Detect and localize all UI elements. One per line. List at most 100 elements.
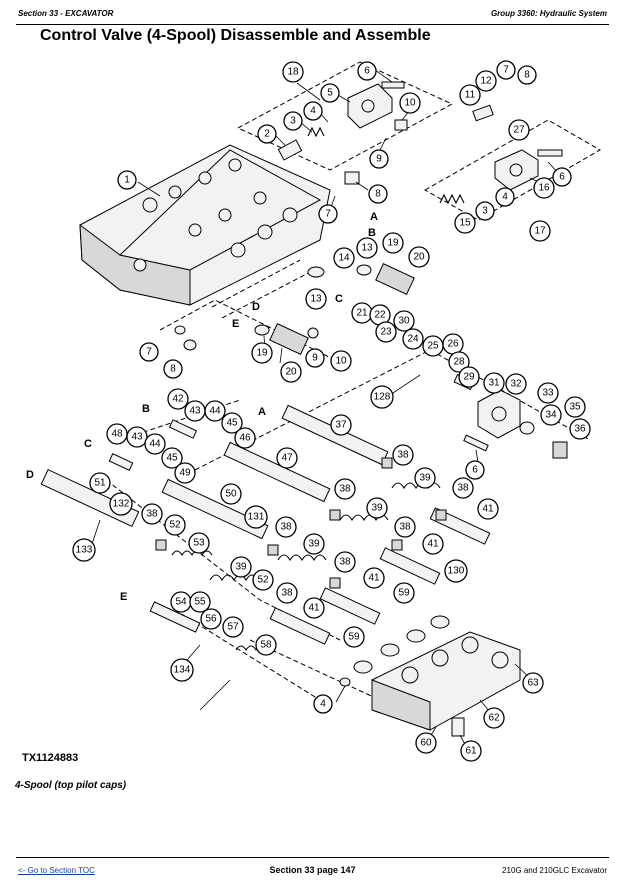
callout-38h: 38 <box>276 582 298 604</box>
callout-62: 62 <box>483 707 505 729</box>
bottom-cover <box>339 615 521 737</box>
svg-text:23: 23 <box>380 327 392 338</box>
svg-text:7: 7 <box>146 347 152 358</box>
section-header: Section 33 - EXCAVATOR <box>18 9 114 18</box>
svg-text:24: 24 <box>407 334 419 345</box>
callout-20a: 20 <box>408 246 430 268</box>
page-number: Section 33 page 147 <box>269 865 356 875</box>
callout-8a: 8 <box>368 184 388 204</box>
svg-text:17: 17 <box>534 226 546 237</box>
callout-38a: 38 <box>392 444 414 466</box>
callout-43: 43 <box>184 400 206 422</box>
callout-51: 51 <box>89 472 111 494</box>
section-toc-link[interactable]: <- Go to Section TOC <box>18 866 95 875</box>
callout-46: 46 <box>234 427 256 449</box>
letter-b: B <box>368 227 376 239</box>
svg-text:134: 134 <box>174 665 191 676</box>
callout-59a: 59 <box>393 582 415 604</box>
svg-text:11: 11 <box>465 90 476 101</box>
svg-text:37: 37 <box>335 420 347 431</box>
svg-text:62: 62 <box>488 713 500 724</box>
spool-caps <box>155 457 491 645</box>
svg-text:31: 31 <box>488 378 500 389</box>
svg-text:27: 27 <box>513 125 525 136</box>
svg-text:48: 48 <box>111 429 123 440</box>
callout-13a: 13 <box>356 237 378 259</box>
svg-text:13: 13 <box>361 243 373 254</box>
callout-19a: 19 <box>382 232 404 254</box>
callout-3b: 3 <box>475 201 495 221</box>
svg-text:9: 9 <box>376 154 382 165</box>
callout-44b: 44 <box>144 433 166 455</box>
svg-text:54: 54 <box>175 597 187 608</box>
callout-11: 11 <box>459 84 481 106</box>
callout-37: 37 <box>330 414 352 436</box>
svg-text:59: 59 <box>398 588 410 599</box>
svg-text:50: 50 <box>225 489 237 500</box>
callout-16: 16 <box>533 177 555 199</box>
svg-text:8: 8 <box>170 364 176 375</box>
svg-text:15: 15 <box>459 218 471 229</box>
svg-text:130: 130 <box>448 566 465 577</box>
callout-45a: 45 <box>221 412 243 434</box>
callout-41d: 41 <box>303 597 325 619</box>
svg-text:5: 5 <box>327 88 333 99</box>
callout-27: 27 <box>508 119 530 141</box>
svg-text:8: 8 <box>375 189 381 200</box>
svg-text:6: 6 <box>559 172 565 183</box>
svg-text:41: 41 <box>368 573 380 584</box>
callout-44a: 44 <box>204 400 226 422</box>
svg-text:45: 45 <box>226 418 238 429</box>
svg-text:13: 13 <box>310 294 322 305</box>
svg-text:10: 10 <box>404 98 416 109</box>
svg-text:60: 60 <box>420 738 432 749</box>
callout-15: 15 <box>454 212 476 234</box>
svg-text:39: 39 <box>235 562 247 573</box>
svg-text:57: 57 <box>227 622 239 633</box>
svg-text:44: 44 <box>209 406 221 417</box>
callout-38d: 38 <box>141 503 163 525</box>
model-label: 210G and 210GLC Excavator <box>502 866 607 875</box>
svg-text:38: 38 <box>339 484 351 495</box>
letter-d2: D <box>26 469 34 481</box>
svg-text:1: 1 <box>124 175 130 186</box>
svg-text:128: 128 <box>374 392 391 403</box>
callout-10a: 10 <box>399 92 421 114</box>
svg-text:20: 20 <box>285 367 297 378</box>
pilot-cap-right <box>439 104 563 205</box>
svg-text:12: 12 <box>480 76 492 87</box>
callout-132: 132 <box>109 492 133 516</box>
callout-23: 23 <box>375 321 397 343</box>
callout-6: 6 <box>357 61 377 81</box>
svg-text:4: 4 <box>320 699 326 710</box>
svg-text:59: 59 <box>348 632 360 643</box>
callout-5: 5 <box>320 83 340 103</box>
callout-6c: 6 <box>465 460 485 480</box>
callout-31: 31 <box>483 372 505 394</box>
letter-c2: C <box>84 438 92 450</box>
callout-7c: 7 <box>139 342 159 362</box>
svg-text:43: 43 <box>131 432 143 443</box>
svg-text:132: 132 <box>113 499 130 510</box>
svg-text:3: 3 <box>290 116 296 127</box>
callout-128: 128 <box>370 385 394 409</box>
svg-text:39: 39 <box>371 503 383 514</box>
svg-text:36: 36 <box>574 424 586 435</box>
callout-6b: 6 <box>552 167 572 187</box>
callout-21: 21 <box>351 302 373 324</box>
svg-text:53: 53 <box>193 538 205 549</box>
svg-text:7: 7 <box>325 209 331 220</box>
svg-text:43: 43 <box>189 406 201 417</box>
svg-text:131: 131 <box>248 512 265 523</box>
callout-134: 134 <box>170 658 194 682</box>
callout-53: 53 <box>188 532 210 554</box>
callout-1: 1 <box>117 170 137 190</box>
callout-47: 47 <box>276 447 298 469</box>
callout-7b: 7 <box>496 60 516 80</box>
callout-12: 12 <box>475 70 497 92</box>
callout-34: 34 <box>540 404 562 426</box>
page-title: Control Valve (4-Spool) Disassemble and … <box>40 27 431 44</box>
callout-8c: 8 <box>163 359 183 379</box>
valve-body <box>79 144 331 306</box>
callout-14: 14 <box>333 247 355 269</box>
